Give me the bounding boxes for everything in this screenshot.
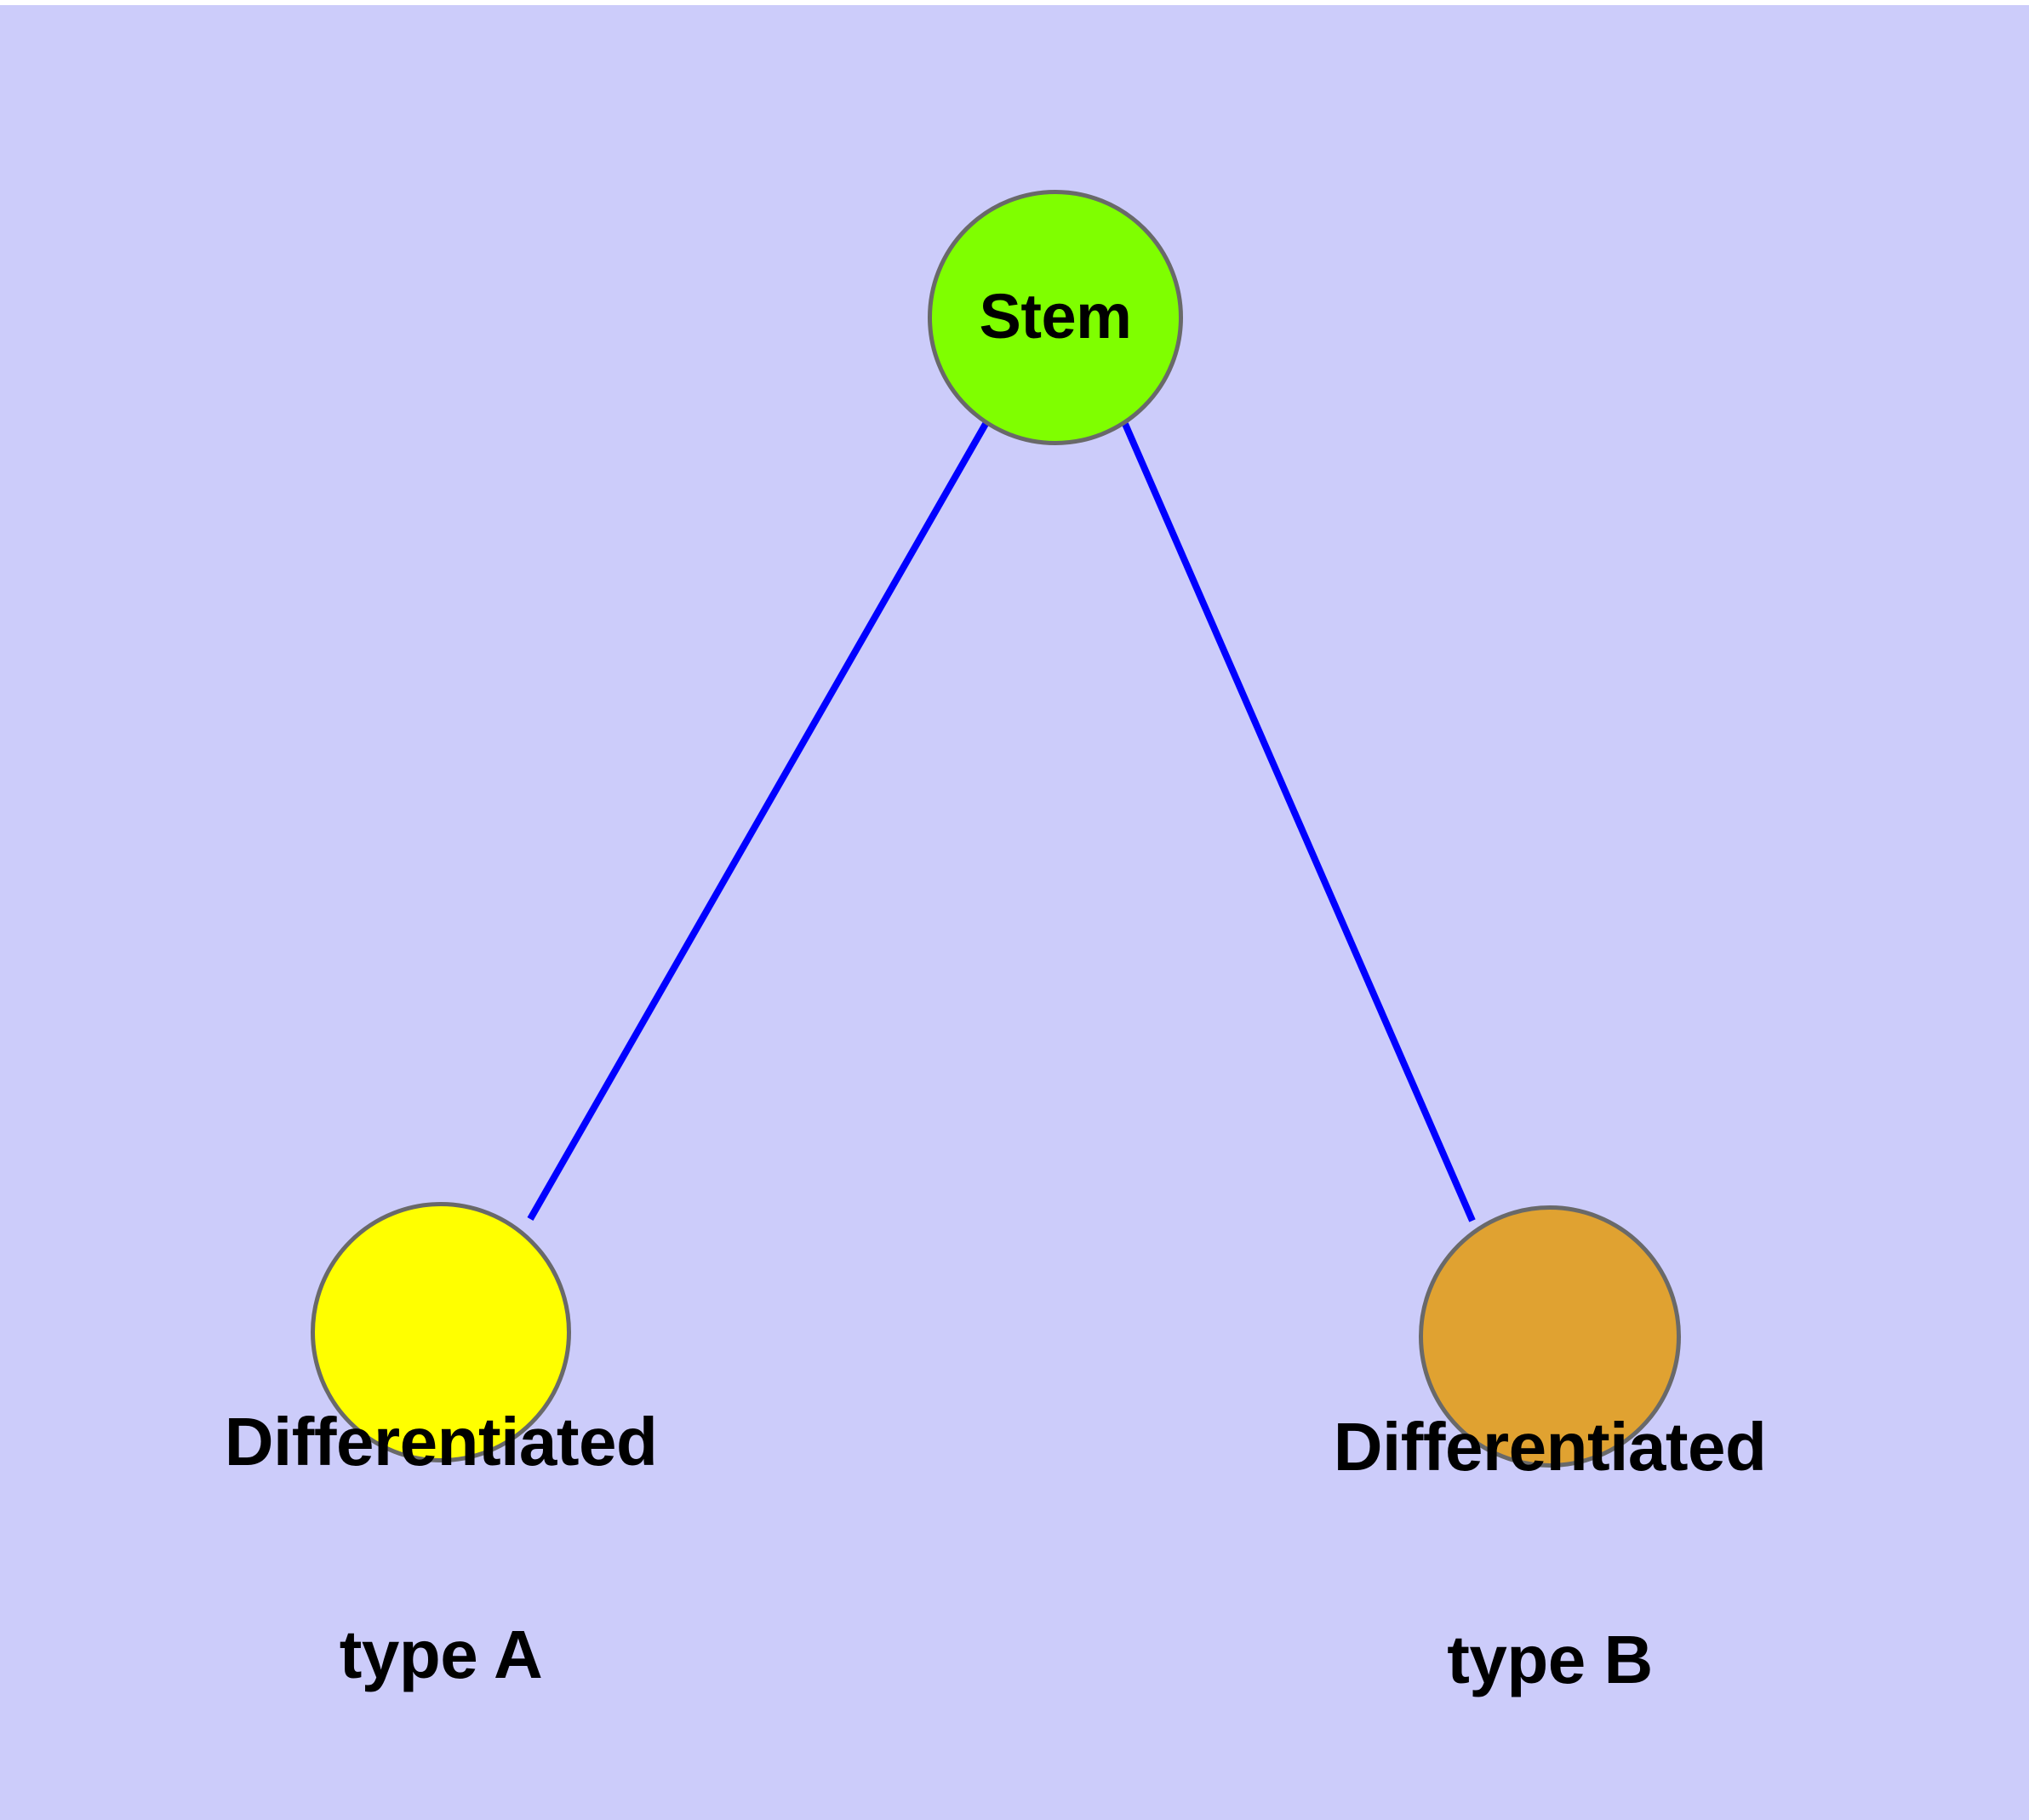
edge-group: [527, 422, 1476, 1222]
node-stem[interactable]: [928, 190, 1183, 445]
edge-stem-to-type-a[interactable]: [527, 422, 989, 1221]
edge-stem-to-type-b[interactable]: [1122, 422, 1476, 1222]
node-differentiated-type-b[interactable]: [1419, 1205, 1681, 1468]
node-differentiated-type-a[interactable]: [311, 1202, 571, 1462]
node-group: [311, 190, 1681, 1468]
